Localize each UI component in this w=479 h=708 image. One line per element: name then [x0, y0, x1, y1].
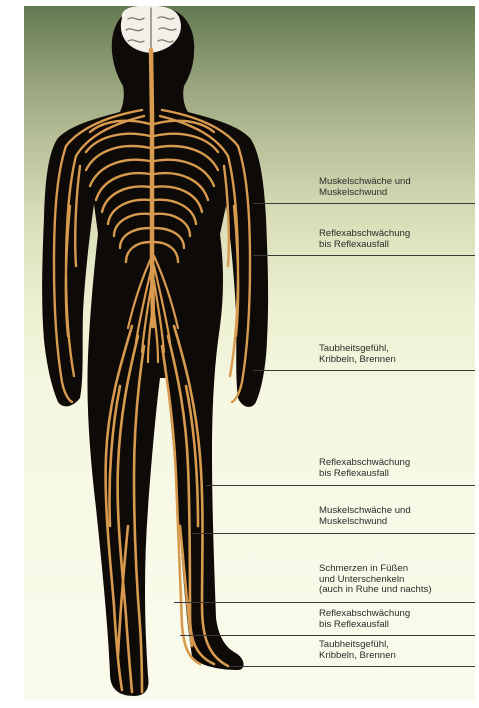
annotation-line-hand: [253, 370, 475, 371]
annotation-line-foot: [230, 666, 475, 667]
annotation-line-shoulder: [253, 203, 475, 204]
label-arm-reflex: Reflexabschwächung bis Reflexausfall: [319, 229, 471, 250]
label-hand-sensory: Taubheitsgefühl, Kribbeln, Brennen: [319, 344, 471, 365]
annotation-line-arm: [253, 255, 475, 256]
annotation-line-ankle: [180, 635, 475, 636]
annotation-line-calf: [174, 602, 475, 603]
label-leg-muscle: Muskelschwäche und Muskelschwund: [319, 506, 471, 527]
label-calf-pain: Schmerzen in Füßen und Unterschenkeln (a…: [319, 564, 471, 596]
label-knee-reflex: Reflexabschwächung bis Reflexausfall: [319, 458, 471, 479]
diagram-panel: Muskelschwäche und Muskelschwund Reflexa…: [24, 6, 475, 700]
label-shoulder-muscle: Muskelschwäche und Muskelschwund: [319, 177, 471, 198]
label-foot-sensory: Taubheitsgefühl, Kribbeln, Brennen: [319, 640, 471, 661]
annotation-line-knee: [206, 485, 475, 486]
label-ankle-reflex: Reflexabschwächung bis Reflexausfall: [319, 609, 471, 630]
annotation-line-leg: [192, 533, 475, 534]
